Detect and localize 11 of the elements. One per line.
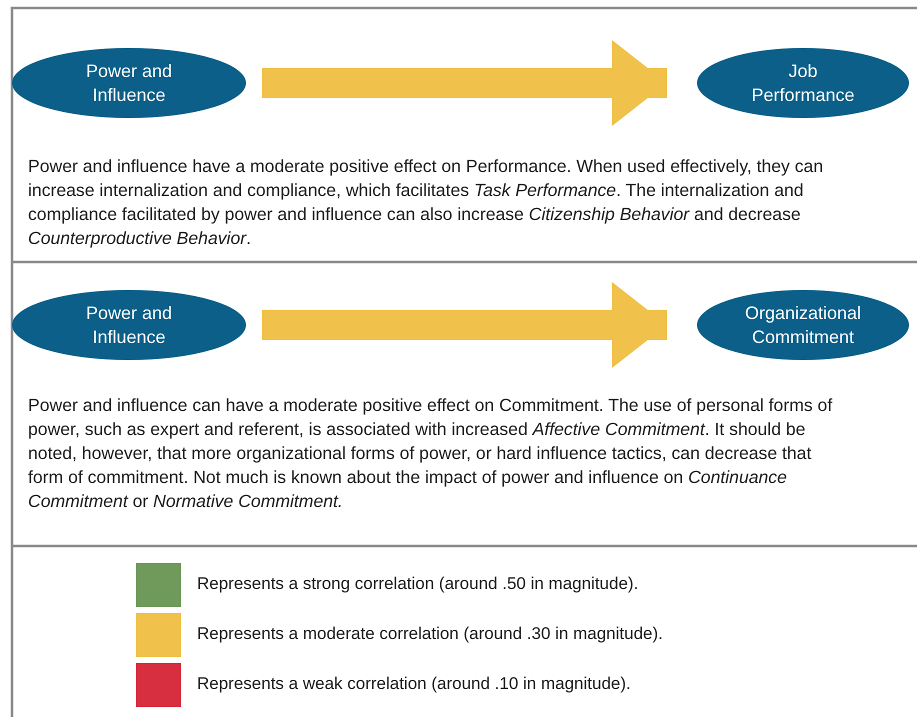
block-arrow <box>262 40 667 126</box>
description-paragraph: Power and influence can have a moderate positive effect on Commitment. The use of personal forms of power, such as expert and referent, is associated with increased Affective Commitment. It should be noted, however, that more organizational forms of power, or hard influence tactics, can decrease that form of commitment. Not much is known about the impact of power and influence on Continuance Commitment or Normative Commitment. <box>28 394 834 513</box>
legend-text: Represents a strong correlation (around .50 in magnitude). <box>197 574 638 594</box>
ellipse-node: Power and Influence <box>12 48 246 118</box>
legend-text: Represents a weak correlation (around .10 in magnitude). <box>197 674 631 694</box>
description-paragraph: Power and influence have a moderate positive effect on Performance. When used effectively, they can increase internalization and compliance, which facilitates Task Performance. The internalization and compliance facilitated by power and influence can also increase Citizenship Behavior and decrease Counterproductive Behavior. <box>28 155 824 250</box>
ellipse-node: Power and Influence <box>12 290 246 360</box>
ellipse-node: Job Performance <box>697 48 909 118</box>
ellipse-node: Organizational Commitment <box>697 290 909 360</box>
legend-text: Represents a moderate correlation (around .30 in magnitude). <box>197 624 663 644</box>
block-arrow <box>262 282 667 368</box>
